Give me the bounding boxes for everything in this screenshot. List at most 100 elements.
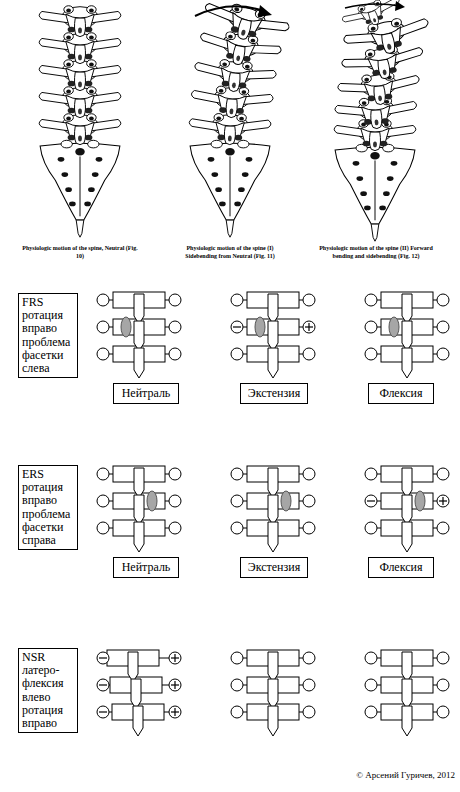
articular-facet (370, 26, 376, 31)
position-label-box: Экстензия (240, 557, 308, 578)
sacral-foramen (61, 172, 68, 177)
sacrum-outline (190, 143, 270, 220)
articular-process (64, 33, 74, 41)
coccyx (76, 220, 84, 237)
motion-arrow-shaft (195, 6, 266, 16)
articular-process (225, 31, 236, 40)
articular-process (220, 59, 230, 68)
sacral-canal (370, 152, 380, 160)
articular-facet (250, 38, 255, 43)
transverse-process (387, 101, 417, 114)
spinous-arrow (268, 652, 278, 682)
spinous-arrow (268, 468, 278, 498)
coccyx (371, 224, 379, 241)
articular-facet (239, 117, 244, 121)
spinous-shadow (382, 69, 387, 75)
sacral-facet (211, 140, 222, 148)
facet-circle (97, 321, 109, 333)
facet-circle (303, 468, 315, 480)
articular-facet (241, 90, 246, 94)
facet-circle (437, 679, 449, 691)
facet-circle (365, 495, 377, 507)
transverse-process (342, 10, 365, 25)
facet-circle (97, 679, 109, 691)
transverse-process (39, 38, 68, 49)
vertebra (337, 70, 421, 109)
facet-circle (365, 294, 377, 306)
facet-circle (97, 706, 109, 718)
articular-process (365, 49, 376, 58)
articular-process (64, 87, 74, 95)
spinous-arrow (134, 348, 144, 378)
facet-circle (169, 522, 181, 534)
sacral-foramen (356, 176, 363, 181)
articular-process (64, 114, 74, 122)
figure-caption: Physiologic motion of the spine (I) Side… (176, 245, 284, 260)
sacrum (40, 140, 120, 237)
articular-process (237, 114, 247, 122)
sacral-foramen (84, 202, 91, 207)
articular-process (87, 6, 97, 14)
box-text: FRS ротация вправо проблема фасетки слев… (22, 296, 74, 375)
sacral-facet (238, 140, 249, 148)
figure-caption: Physiologic motion of the spine, Neutral… (22, 245, 138, 260)
transverse-process (337, 81, 367, 95)
facet-circle (365, 679, 377, 691)
vertebra (39, 33, 121, 64)
spinous-arrow (268, 495, 278, 525)
articular-process (64, 6, 74, 14)
facet-circle (365, 348, 377, 360)
sacral-foramen (69, 202, 76, 207)
problem-facet (255, 317, 265, 337)
facet-circle (365, 706, 377, 718)
spinous-shadow (236, 55, 241, 61)
motion-arrow-shaft (345, 4, 400, 8)
articular-process (87, 87, 97, 95)
articular-process (242, 62, 252, 71)
motion-arrow-head (258, 5, 272, 17)
segment-schematic (97, 650, 181, 736)
articular-facet (66, 9, 71, 13)
articular-facet (234, 7, 240, 12)
facet-circle (169, 652, 181, 664)
box-text: ERS ротация вправо проблема фасетки спра… (22, 468, 74, 547)
position-label-box: Нейтраль (113, 383, 179, 404)
spinous-process (381, 33, 396, 54)
facet-circle (169, 321, 181, 333)
sacral-foramen (96, 157, 103, 162)
spinous-arrow (268, 522, 278, 552)
transverse-process (335, 104, 365, 117)
articular-facet (362, 101, 367, 105)
spinous-shadow (78, 82, 82, 88)
spinous-process (224, 126, 235, 145)
articular-facet (394, 21, 400, 26)
transverse-process (343, 30, 376, 48)
segment-schematic (231, 466, 315, 552)
segment-schematic (231, 650, 315, 736)
sacral-foramen (353, 161, 360, 166)
transverse-process (91, 65, 120, 76)
sacral-foramen (387, 176, 394, 181)
facet-circle (97, 652, 109, 664)
spinous-process (74, 99, 85, 118)
transverse-process (191, 90, 221, 103)
box-text: Флексия (373, 387, 429, 400)
articular-facet (222, 62, 227, 66)
spine-figure (334, 0, 433, 241)
minus-sign (233, 326, 241, 327)
spinous-shadow (387, 43, 392, 50)
vertebra (39, 87, 121, 118)
spinous-shadow (228, 136, 232, 142)
spinous-shadow (373, 142, 377, 148)
facet-circle (231, 522, 243, 534)
problem-facet (147, 491, 157, 511)
median-crest (375, 160, 376, 220)
position-label-box: Флексия (368, 557, 434, 578)
sacrum (190, 140, 270, 237)
articular-process (359, 98, 369, 106)
spinous-shadow (378, 95, 382, 101)
minus-sign (99, 684, 107, 685)
spinous-arrow (402, 522, 412, 552)
motion-type-box: FRS ротация вправо проблема фасетки слев… (18, 293, 78, 378)
